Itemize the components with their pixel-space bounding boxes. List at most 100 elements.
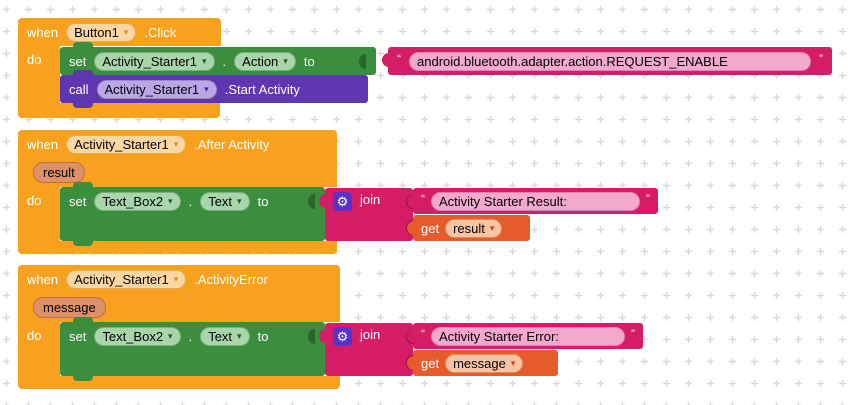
string-text-value: Activity Starter Result:: [439, 193, 567, 209]
join-block[interactable]: ⚙ join “ Activity Starter Result: ” get: [319, 188, 658, 241]
dot-label: .: [222, 53, 227, 69]
do-spine: do: [18, 187, 60, 241]
param-pill[interactable]: message: [33, 297, 106, 318]
join-block-body[interactable]: ⚙ join: [319, 188, 413, 241]
get-label: get: [421, 220, 440, 236]
event-block-header: when Button1 ▾ .Click: [18, 18, 221, 46]
do-spine: do: [18, 46, 60, 103]
value-socket: [308, 193, 315, 209]
method-name-label: .Start Activity: [224, 81, 300, 97]
component-dropdown[interactable]: Activity_Starter1 ▾: [94, 51, 215, 71]
when-label: when: [27, 271, 59, 287]
set-property-block[interactable]: set Text_Box2 ▾ . Text ▾ to: [60, 317, 325, 381]
event-params-row: result: [18, 158, 337, 183]
variable-dropdown[interactable]: result ▾: [445, 218, 503, 238]
when-button1-click-block[interactable]: when Button1 ▾ .Click do set Activity_St…: [18, 18, 832, 118]
close-quote: ”: [631, 327, 635, 341]
component-dropdown-value: Activity_Starter1: [104, 81, 200, 97]
component-dropdown[interactable]: Text_Box2 ▾: [94, 191, 181, 211]
event-header-row: when Activity_Starter1 ▾ .ActivityError: [18, 265, 340, 293]
variable-dropdown-value: message: [453, 355, 506, 371]
string-text-value: android.bluetooth.adapter.action.REQUEST…: [417, 53, 728, 69]
open-quote: “: [421, 192, 425, 206]
property-dropdown[interactable]: Text ▾: [200, 191, 250, 211]
text-string-block[interactable]: “ Activity Starter Error: ”: [407, 323, 643, 349]
value-socket: [308, 328, 315, 344]
dropdown-caret-icon: ▾: [489, 222, 495, 233]
text-string-block[interactable]: “ android.bluetooth.adapter.action.REQUE…: [382, 47, 832, 75]
join-block-body[interactable]: ⚙ join: [319, 323, 413, 376]
set-label: set: [69, 328, 87, 344]
get-variable-row: get message ▾: [413, 350, 558, 376]
join-block[interactable]: ⚙ join “ Activity Starter Error: ” get: [319, 323, 658, 376]
property-dropdown[interactable]: Text ▾: [200, 326, 250, 346]
set-label: set: [69, 53, 87, 69]
set-block-row: set Text_Box2 ▾ . Text ▾ to: [60, 322, 325, 350]
do-label: do: [27, 328, 42, 343]
close-quote: ”: [819, 52, 823, 66]
set-label: set: [69, 193, 87, 209]
dropdown-caret-icon: ▾: [173, 138, 179, 149]
when-afteractivity-block[interactable]: when Activity_Starter1 ▾ .After Activity…: [18, 130, 658, 254]
to-label: to: [257, 328, 269, 344]
get-label: get: [421, 355, 440, 371]
component-dropdown[interactable]: Activity_Starter1 ▾: [96, 79, 217, 99]
component-dropdown[interactable]: Activity_Starter1 ▾: [66, 134, 187, 154]
dropdown-caret-icon: ▾: [204, 83, 209, 94]
dropdown-caret-icon: ▾: [173, 273, 179, 284]
set-block-row: set Text_Box2 ▾ . Text ▾ to: [60, 187, 325, 215]
variable-dropdown[interactable]: message ▾: [445, 353, 524, 373]
property-dropdown[interactable]: Action ▾: [234, 51, 296, 71]
when-label: when: [27, 24, 59, 40]
set-property-block[interactable]: set Activity_Starter1 ▾ . Action ▾ to: [60, 42, 376, 80]
get-variable-block[interactable]: get message ▾: [407, 350, 558, 376]
call-method-block[interactable]: call Activity_Starter1 ▾ .Start Activity: [60, 70, 368, 108]
text-string-block[interactable]: “ Activity Starter Result: ”: [407, 188, 658, 214]
dot-label: .: [188, 193, 193, 209]
param-pill[interactable]: result: [33, 162, 85, 183]
component-dropdown-value: Text_Box2: [102, 328, 164, 344]
dropdown-caret-icon: ▾: [202, 55, 207, 66]
dropdown-caret-icon: ▾: [237, 195, 242, 206]
component-dropdown[interactable]: Text_Box2 ▾: [94, 326, 181, 346]
event-block-header: when Activity_Starter1 ▾ .ActivityError …: [18, 265, 340, 322]
value-socket: [359, 53, 366, 69]
component-dropdown[interactable]: Activity_Starter1 ▾: [66, 269, 187, 289]
string-text-field[interactable]: Activity Starter Error:: [431, 326, 625, 346]
get-variable-row: get result ▾: [413, 215, 530, 241]
component-dropdown-value: Button1: [74, 24, 119, 40]
component-dropdown-value: Activity_Starter1: [74, 271, 169, 287]
property-dropdown-value: Text: [208, 328, 233, 344]
event-name-label: .ActivityError: [194, 271, 268, 287]
mutator-gear-icon[interactable]: ⚙: [333, 192, 352, 211]
variable-dropdown-value: result: [453, 220, 485, 236]
component-dropdown[interactable]: Button1 ▾: [66, 22, 137, 42]
when-activityerror-block[interactable]: when Activity_Starter1 ▾ .ActivityError …: [18, 265, 658, 389]
event-block-footer: [18, 103, 220, 118]
component-dropdown-value: Activity_Starter1: [74, 136, 169, 152]
text-string-row: “ Activity Starter Error: ”: [413, 323, 643, 349]
call-label: call: [69, 81, 89, 97]
dropdown-caret-icon: ▾: [283, 55, 288, 66]
when-label: when: [27, 136, 59, 152]
event-name-label: .After Activity: [194, 136, 270, 152]
property-dropdown-value: Action: [242, 53, 279, 69]
event-block-footer: [18, 241, 337, 254]
dropdown-caret-icon: ▾: [168, 330, 173, 341]
open-quote: “: [421, 327, 425, 341]
event-name-label: .Click: [144, 24, 177, 40]
join-label: join: [360, 192, 381, 207]
dropdown-caret-icon: ▾: [510, 357, 516, 368]
component-dropdown-value: Activity_Starter1: [102, 53, 197, 69]
mutator-gear-icon[interactable]: ⚙: [333, 327, 352, 346]
set-property-block[interactable]: set Text_Box2 ▾ . Text ▾ to: [60, 182, 325, 246]
event-block-header: when Activity_Starter1 ▾ .After Activity…: [18, 130, 337, 187]
string-text-field[interactable]: android.bluetooth.adapter.action.REQUEST…: [409, 51, 811, 71]
get-variable-block[interactable]: get result ▾: [407, 215, 530, 241]
string-text-field[interactable]: Activity Starter Result:: [431, 191, 640, 211]
dropdown-caret-icon: ▾: [123, 26, 129, 37]
close-quote: ”: [646, 192, 650, 206]
dropdown-caret-icon: ▾: [237, 330, 242, 341]
event-block-footer: [18, 376, 340, 389]
